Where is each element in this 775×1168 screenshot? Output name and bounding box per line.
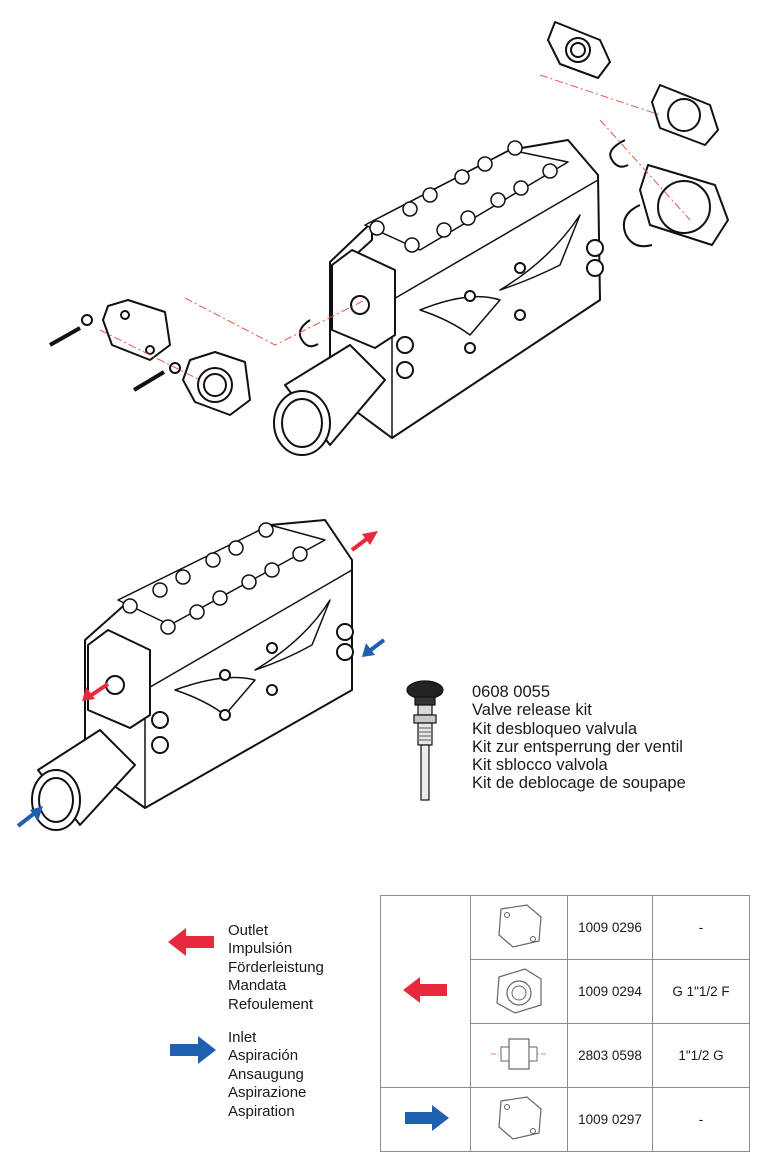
inlet-label-en: Inlet [228, 1029, 257, 1046]
table-row: 1009 0297 - [380, 1087, 750, 1152]
kit-label-en: Valve release kit [472, 701, 592, 720]
outlet-label-de: Förderleistung [228, 958, 324, 976]
valve-release-kit-text: 0608 0055 Valve release kit Kit desbloqu… [472, 683, 686, 793]
outlet-label-it: Mandata [228, 977, 287, 995]
part-image-cell [470, 1023, 568, 1088]
outlet-label-es: Impulsión [228, 940, 293, 958]
outlet-label-en: Outlet [228, 922, 269, 939]
inlet-arrow-side [362, 638, 386, 657]
part-image-cell [470, 959, 568, 1024]
part-spec: 1"1/2 G [652, 1023, 750, 1088]
inlet-label-it: Aspirazione [228, 1084, 307, 1102]
part-code: 1009 0296 [567, 895, 653, 960]
inlet-legend: Inlet Aspiración Ansaugung Aspirazione A… [228, 1029, 306, 1121]
part-code: 2803 0598 [567, 1023, 653, 1088]
outlet-arrow-face [82, 682, 110, 701]
kit-label-de: Kit zur entsperrung der ventil [472, 737, 683, 756]
part-image-cell [470, 1087, 568, 1152]
table-row: 1009 0294 G 1"1/2 F [381, 959, 750, 1024]
blind-flange-icon [498, 1096, 542, 1140]
inlet-label-es: Aspiración [228, 1047, 299, 1065]
part-code: 1009 0297 [567, 1087, 653, 1152]
blind-flange-icon [498, 904, 542, 948]
threaded-flange-icon [496, 968, 542, 1014]
exploded-view-diagram [49, 21, 729, 456]
part-image-cell [470, 895, 568, 960]
part-spec: - [652, 1087, 750, 1152]
part-spec: - [652, 895, 750, 960]
kit-label-es: Kit desbloqueo valvula [472, 719, 638, 738]
valve-release-kit-icon [406, 680, 444, 801]
kit-code: 0608 0055 [472, 683, 550, 701]
inlet-row-group [380, 1087, 471, 1152]
outlet-arrow-icon [168, 928, 214, 956]
inlet-arrow-icon [170, 1036, 216, 1064]
inlet-label-fr: Aspiration [228, 1102, 295, 1120]
part-spec: G 1"1/2 F [652, 959, 750, 1024]
pipe-fitting-icon [491, 1038, 547, 1070]
part-code: 1009 0294 [567, 959, 653, 1024]
blind-flange-left [102, 299, 171, 361]
table-row: 1009 0296 - [380, 895, 750, 1088]
outlet-arrow-icon [402, 977, 447, 1003]
inlet-label-de: Ansaugung [228, 1065, 304, 1083]
outlet-label-fr: Refoulement [228, 995, 314, 1013]
outlet-row-group [380, 895, 471, 1088]
inlet-arrow-icon [404, 1105, 449, 1131]
kit-label-fr: Kit de deblocage de soupape [472, 774, 686, 793]
parts-table: 1009 0296 - 1009 0294 G 1"1/2 F 2803 059… [380, 895, 750, 1152]
inlet-arrow-bottom [16, 806, 43, 828]
kit-label-it: Kit sblocco valvola [472, 756, 608, 775]
outlet-legend: Outlet Impulsión Förderleistung Mandata … [228, 922, 324, 1014]
flow-direction-diagram [16, 519, 386, 831]
table-row: 2803 0598 1"1/2 G [381, 1023, 750, 1088]
outlet-arrow-top [350, 531, 378, 552]
